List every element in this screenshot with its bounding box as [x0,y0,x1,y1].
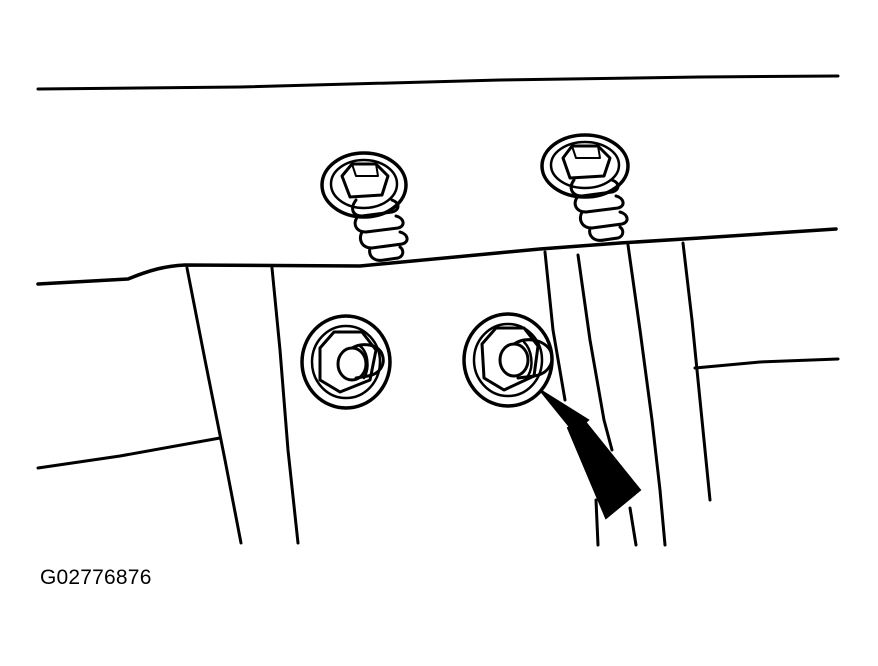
arrow-shaft [566,416,642,520]
upper-left-bolt [320,151,409,262]
lower-left-nut [300,314,392,410]
right-middle-edge [693,357,840,370]
panel-lines [185,241,712,547]
bracket-top-edge [36,227,838,286]
pointer-arrow [539,389,642,520]
figure-id-label: G02776876 [40,566,152,589]
top-edge-line [36,74,840,91]
upper-right-bolt [540,133,630,242]
left-lower-edge [36,436,222,470]
lower-right-nut [462,312,554,408]
